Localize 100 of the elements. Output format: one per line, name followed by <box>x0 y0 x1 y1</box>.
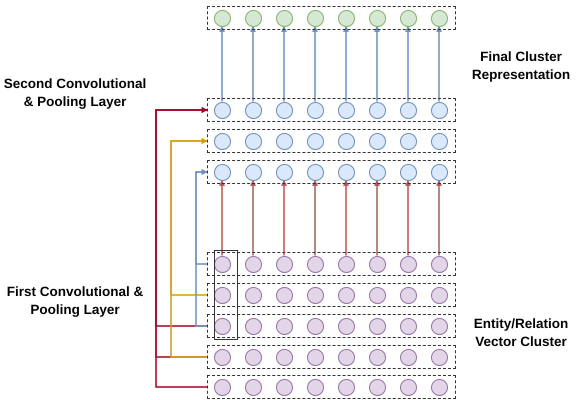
layer-row <box>207 129 456 153</box>
arrow <box>374 180 380 256</box>
arrow <box>250 180 256 256</box>
arrow <box>281 26 287 102</box>
neuron-circle <box>338 286 354 304</box>
neuron-circle <box>338 256 354 272</box>
neuron-circle <box>214 318 230 334</box>
layer-row <box>207 98 456 122</box>
neuron-circle <box>276 318 292 334</box>
neuron-circle <box>276 132 292 150</box>
neuron-circle <box>338 378 354 396</box>
layer-label: Final Cluster Representation <box>470 48 572 84</box>
arrow <box>312 180 318 256</box>
layer-label: First Convolutional & Pooling Layer <box>6 283 144 319</box>
neuron-circle <box>244 286 262 304</box>
neuron-circle <box>368 348 386 366</box>
neuron-circle <box>368 256 386 272</box>
neuron-circle <box>306 348 324 366</box>
neuron-circle <box>306 286 324 304</box>
neuron-circle <box>430 164 448 180</box>
layer-row <box>207 6 456 30</box>
neuron-circle <box>276 348 292 366</box>
layer-label: Second Convolutional & Pooling Layer <box>2 75 148 111</box>
neuron-circle <box>338 348 354 366</box>
neuron-circle <box>306 318 324 334</box>
neuron-circle <box>244 164 262 180</box>
neuron-circle <box>276 164 292 180</box>
arrow <box>250 26 256 102</box>
neuron-circle <box>430 132 448 150</box>
neuron-circle <box>306 256 324 272</box>
neuron-circle <box>276 378 292 396</box>
neuron-circle <box>368 378 386 396</box>
arrow <box>343 180 349 256</box>
neuron-circle <box>368 164 386 180</box>
arrow <box>436 26 442 102</box>
arrow <box>312 26 318 102</box>
layer-label: Entity/Relation Vector Cluster <box>472 315 570 351</box>
neuron-circle <box>244 348 262 366</box>
layer-row <box>207 375 456 399</box>
neuron-circle <box>276 286 292 304</box>
neuron-circle <box>400 132 416 150</box>
arrow <box>343 26 349 102</box>
neuron-circle <box>430 256 448 272</box>
neuron-circle <box>368 286 386 304</box>
neuron-circle <box>430 286 448 304</box>
neuron-circle <box>214 164 230 180</box>
neuron-circle <box>368 10 386 26</box>
neuron-circle <box>244 256 262 272</box>
neuron-circle <box>430 318 448 334</box>
neuron-circle <box>214 286 230 304</box>
neuron-circle <box>430 348 448 366</box>
arrow <box>170 138 208 358</box>
arrow <box>436 180 442 256</box>
arrow <box>219 26 225 102</box>
neuron-circle <box>338 318 354 334</box>
neuron-circle <box>400 10 416 26</box>
neuron-circle <box>430 10 448 26</box>
arrow <box>405 26 411 102</box>
neuron-circle <box>338 102 354 118</box>
neuron-circle <box>368 102 386 118</box>
arrow <box>405 180 411 256</box>
neuron-circle <box>306 132 324 150</box>
arrow <box>281 180 287 256</box>
neuron-circle <box>306 10 324 26</box>
layer-row <box>207 160 456 184</box>
neuron-circle <box>244 378 262 396</box>
layer-row <box>207 345 456 369</box>
neuron-circle <box>214 10 230 26</box>
neuron-circle <box>400 164 416 180</box>
neuron-circle <box>276 102 292 118</box>
neuron-circle <box>244 10 262 26</box>
neuron-circle <box>368 318 386 334</box>
neuron-circle <box>338 10 354 26</box>
arrow <box>374 26 380 102</box>
neuron-circle <box>338 164 354 180</box>
neuron-circle <box>400 318 416 334</box>
neuron-circle <box>214 378 230 396</box>
neuron-circle <box>400 256 416 272</box>
neuron-circle <box>368 132 386 150</box>
kernel-window <box>214 250 238 340</box>
neuron-circle <box>244 318 262 334</box>
neuron-circle <box>214 102 230 118</box>
arrow <box>219 180 225 256</box>
neuron-circle <box>306 102 324 118</box>
neuron-circle <box>400 286 416 304</box>
neuron-circle <box>244 132 262 150</box>
neuron-circle <box>338 132 354 150</box>
neuron-circle <box>276 10 292 26</box>
arrow <box>195 169 208 327</box>
neuron-circle <box>276 256 292 272</box>
neuron-circle <box>306 164 324 180</box>
neuron-circle <box>214 348 230 366</box>
neuron-circle <box>306 378 324 396</box>
neuron-circle <box>430 102 448 118</box>
neuron-circle <box>244 102 262 118</box>
neuron-circle <box>214 132 230 150</box>
neuron-circle <box>430 378 448 396</box>
neuron-circle <box>400 348 416 366</box>
neuron-circle <box>400 102 416 118</box>
neuron-circle <box>400 378 416 396</box>
